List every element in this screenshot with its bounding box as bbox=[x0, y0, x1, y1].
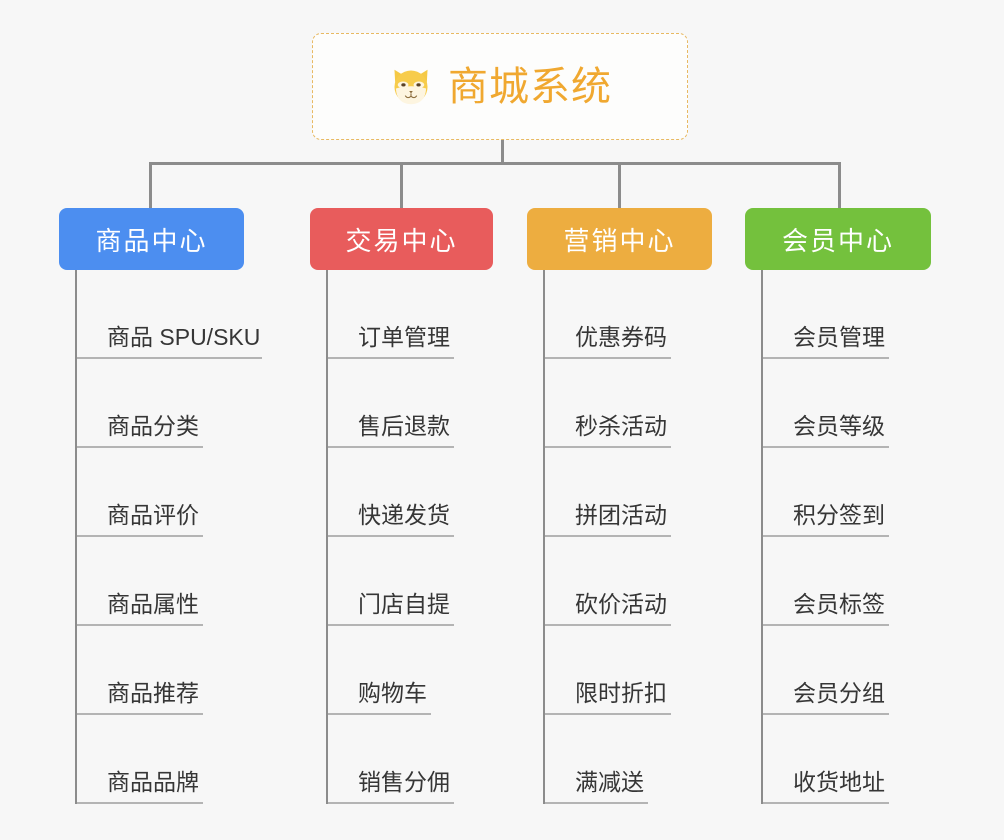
leaf-label: 拼团活动 bbox=[545, 502, 671, 537]
category-box-2[interactable]: 交易中心 bbox=[310, 208, 493, 270]
leaf-label: 限时折扣 bbox=[545, 680, 671, 715]
leaf-label: 购物车 bbox=[328, 680, 431, 715]
branch-column-4: 会员中心 会员管理 会员等级 积分签到 会员标签 会员分组 收货地址 bbox=[745, 208, 931, 804]
leaf-label: 订单管理 bbox=[328, 324, 454, 359]
leaf-label: 销售分佣 bbox=[328, 769, 454, 804]
list-item[interactable]: 商品属性 bbox=[77, 537, 262, 626]
leaf-label: 门店自提 bbox=[328, 591, 454, 626]
list-item[interactable]: 商品评价 bbox=[77, 448, 262, 537]
list-item[interactable]: 商品推荐 bbox=[77, 626, 262, 715]
leaf-list-3: 优惠券码 秒杀活动 拼团活动 砍价活动 限时折扣 满减送 bbox=[543, 270, 730, 804]
list-item[interactable]: 销售分佣 bbox=[328, 715, 511, 804]
leaf-label: 优惠券码 bbox=[545, 324, 671, 359]
branch-column-1: 商品中心 商品 SPU/SKU 商品分类 商品评价 商品属性 商品推荐 商品品牌 bbox=[59, 208, 262, 804]
leaf-label: 秒杀活动 bbox=[545, 413, 671, 448]
shiba-dog-face-icon bbox=[394, 69, 428, 104]
leaf-label: 砍价活动 bbox=[545, 591, 671, 626]
list-item[interactable]: 会员等级 bbox=[763, 359, 949, 448]
leaf-label: 会员管理 bbox=[763, 324, 889, 359]
root-title: 商城系统 bbox=[448, 64, 612, 109]
branch-column-2: 交易中心 订单管理 售后退款 快递发货 门店自提 购物车 销售分佣 bbox=[310, 208, 493, 804]
list-item[interactable]: 商品分类 bbox=[77, 359, 262, 448]
leaf-label: 商品推荐 bbox=[77, 680, 203, 715]
category-box-3[interactable]: 营销中心 bbox=[527, 208, 712, 270]
connector-horizontal-bar bbox=[149, 162, 841, 165]
category-box-1[interactable]: 商品中心 bbox=[59, 208, 244, 270]
list-item[interactable]: 商品 SPU/SKU bbox=[77, 270, 262, 359]
list-item[interactable]: 购物车 bbox=[328, 626, 511, 715]
list-item[interactable]: 会员标签 bbox=[763, 537, 949, 626]
connector-drop-3 bbox=[618, 162, 621, 209]
connector-drop-4 bbox=[838, 162, 841, 209]
list-item[interactable]: 拼团活动 bbox=[545, 448, 730, 537]
leaf-label: 快递发货 bbox=[328, 502, 454, 537]
list-item[interactable]: 积分签到 bbox=[763, 448, 949, 537]
list-item[interactable]: 商品品牌 bbox=[77, 715, 262, 804]
category-label-3: 营销中心 bbox=[563, 225, 676, 256]
leaf-label: 商品评价 bbox=[77, 502, 203, 537]
list-item[interactable]: 收货地址 bbox=[763, 715, 949, 804]
leaf-label: 会员分组 bbox=[763, 680, 889, 715]
leaf-list-4: 会员管理 会员等级 积分签到 会员标签 会员分组 收货地址 bbox=[761, 270, 949, 804]
leaf-label: 售后退款 bbox=[328, 413, 454, 448]
leaf-list-2: 订单管理 售后退款 快递发货 门店自提 购物车 销售分佣 bbox=[326, 270, 511, 804]
list-item[interactable]: 砍价活动 bbox=[545, 537, 730, 626]
leaf-label: 商品属性 bbox=[77, 591, 203, 626]
leaf-label: 会员等级 bbox=[763, 413, 889, 448]
category-label-1: 商品中心 bbox=[95, 225, 208, 256]
list-item[interactable]: 满减送 bbox=[545, 715, 730, 804]
connector-drop-2 bbox=[400, 162, 403, 209]
list-item[interactable]: 售后退款 bbox=[328, 359, 511, 448]
leaf-list-1: 商品 SPU/SKU 商品分类 商品评价 商品属性 商品推荐 商品品牌 bbox=[75, 270, 262, 804]
leaf-label: 商品 SPU/SKU bbox=[77, 324, 262, 359]
list-item[interactable]: 会员管理 bbox=[763, 270, 949, 359]
list-item[interactable]: 会员分组 bbox=[763, 626, 949, 715]
leaf-label: 商品品牌 bbox=[77, 769, 203, 804]
leaf-label: 收货地址 bbox=[763, 769, 889, 804]
list-item[interactable]: 订单管理 bbox=[328, 270, 511, 359]
leaf-label: 商品分类 bbox=[77, 413, 203, 448]
branch-column-3: 营销中心 优惠券码 秒杀活动 拼团活动 砍价活动 限时折扣 满减送 bbox=[527, 208, 712, 804]
list-item[interactable]: 门店自提 bbox=[328, 537, 511, 626]
category-box-4[interactable]: 会员中心 bbox=[745, 208, 931, 270]
connector-drop-1 bbox=[149, 162, 152, 209]
list-item[interactable]: 秒杀活动 bbox=[545, 359, 730, 448]
list-item[interactable]: 快递发货 bbox=[328, 448, 511, 537]
leaf-label: 会员标签 bbox=[763, 591, 889, 626]
list-item[interactable]: 限时折扣 bbox=[545, 626, 730, 715]
connector-root-stem bbox=[501, 140, 504, 164]
category-label-4: 会员中心 bbox=[781, 225, 894, 256]
list-item[interactable]: 优惠券码 bbox=[545, 270, 730, 359]
root-node[interactable]: 商城系统 bbox=[312, 33, 688, 140]
leaf-label: 满减送 bbox=[545, 769, 648, 804]
leaf-label: 积分签到 bbox=[763, 502, 889, 537]
category-label-2: 交易中心 bbox=[345, 225, 458, 256]
